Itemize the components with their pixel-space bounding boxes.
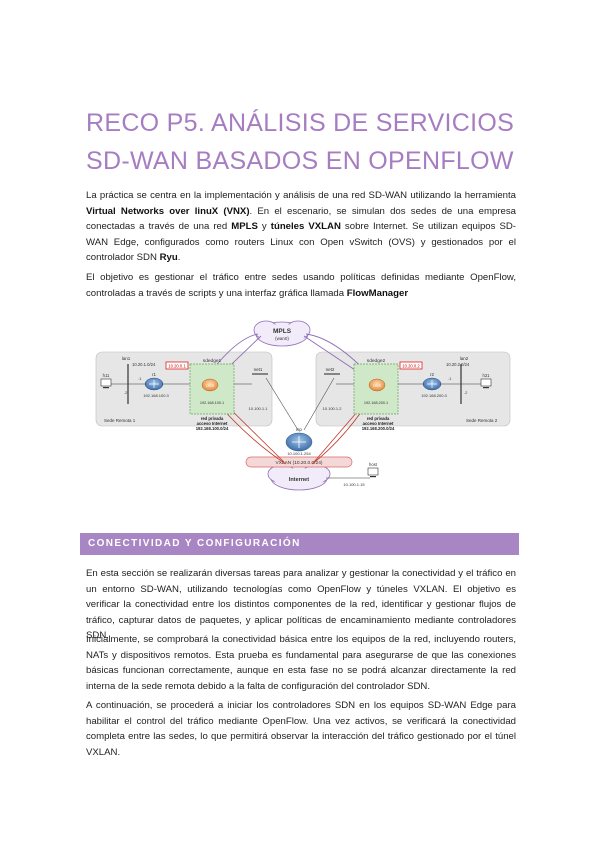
r1-interface: .1 — [138, 376, 142, 381]
svg-text:OVS: OVS — [206, 384, 214, 388]
site-2-label: Sede Remota 2 — [466, 418, 498, 423]
bold-text-run: Virtual Networks over linuX (VNX) — [86, 205, 250, 217]
body-paragraph-2: Inicialmente, se comprobará la conectivi… — [86, 634, 516, 692]
net2-ip: 10.100.1.2 — [323, 406, 343, 411]
site-1-label: Sede Remota 1 — [104, 418, 136, 423]
router-r1-icon — [144, 377, 164, 391]
intro-paragraph-2: El objetivo es gestionar el tráfico entr… — [86, 270, 516, 301]
bold-text-run: túneles VXLAN — [270, 221, 341, 233]
mpls-cloud: MPLS (wan0) — [253, 320, 311, 347]
host-h21-icon — [480, 378, 492, 389]
text-run: y — [257, 221, 271, 233]
priv2-line2: acceso Internet — [363, 421, 394, 426]
host-label: host — [369, 462, 378, 467]
mpls-ip-2: 10.20.0.2 — [402, 364, 420, 369]
mpls-label: MPLS — [273, 328, 292, 335]
title-line-2: SD-WAN BASADOS EN OPENFLOW — [86, 147, 514, 175]
svg-text:OVS: OVS — [373, 384, 381, 388]
text-run: El objetivo es gestionar el tráfico entr… — [86, 272, 516, 299]
vxlan-band — [245, 456, 353, 468]
host-h11-icon — [100, 378, 112, 389]
lan2-label: lan2 — [460, 356, 469, 361]
bold-text-run: Ryu — [159, 252, 178, 264]
h21-interface: .2 — [464, 390, 468, 395]
priv1-line2: acceso Internet — [197, 421, 228, 426]
network-diagram: MPLS (wan0) Internet VXLAN (10.20.0.0/24… — [95, 320, 511, 491]
section-header: CONECTIVIDAD Y CONFIGURACIÓN — [80, 533, 519, 555]
priv2-line3: 192.168.200.0/24 — [362, 426, 395, 431]
lan2-network: 10.20.2.0/24 — [446, 362, 470, 367]
lan1-label: lan1 — [122, 356, 131, 361]
net1-label: net1 — [254, 367, 263, 372]
bold-text-run: MPLS — [231, 221, 258, 233]
router-r2-icon — [422, 377, 442, 391]
title-line-1: RECO P5. ANÁLISIS DE SERVICIOS — [86, 109, 515, 137]
priv1-line3: 192.168.100.0/24 — [196, 426, 229, 431]
host-ip: 10.100.1.15 — [343, 482, 365, 487]
mpls-sub-label: (wan0) — [275, 336, 289, 341]
r1-label: r1 — [152, 372, 156, 377]
text-run: La práctica se centra en la implementaci… — [86, 190, 516, 201]
priv1-line1: red privada — [201, 416, 224, 421]
edge-ip-1: 192.168.100.1 — [200, 401, 224, 405]
sdedge1-label: sdedge1 — [203, 358, 222, 364]
link-ip-2: 192.168.200.3 — [421, 393, 447, 398]
isp-label: isp — [296, 427, 302, 432]
lan1-network: 10.20.1.0/24 — [132, 362, 156, 367]
edge-ip-2: 192.168.200.1 — [364, 401, 388, 405]
mpls-ip-1: 10.20.0.1 — [168, 364, 186, 369]
internet-label: Internet — [289, 477, 309, 483]
ovs-2-icon: OVS — [368, 378, 386, 392]
section-title: CONECTIVIDAD Y CONFIGURACIÓN — [88, 538, 301, 549]
net1-ip: 10.100.1.1 — [249, 406, 269, 411]
text-run: . En el escenario, se simulan dos sedes … — [86, 205, 516, 233]
text-run: . — [177, 252, 181, 264]
h11-label: h11 — [103, 373, 110, 378]
h21-label: h21 — [483, 373, 491, 378]
r2-interface: .1 — [448, 376, 452, 381]
body-paragraph-1: En esta sección se realizarán diversas t… — [86, 568, 516, 642]
vxlan-label: VXLAN (10.20.0.0/24) — [276, 460, 323, 466]
text-run: sobre Internet. Se utilizan equipos SD-W… — [86, 221, 516, 264]
net2-label: net2 — [326, 367, 335, 372]
page-title: RECO P5. ANÁLISIS DE SERVICIOS SD-WAN BA… — [86, 104, 526, 180]
host-icon — [367, 467, 379, 478]
isp-ip: 10.100.1.254 — [287, 451, 311, 456]
link-ip-1: 192.168.100.3 — [143, 393, 169, 398]
body-paragraph-3: A continuación, se procederá a iniciar l… — [86, 700, 516, 758]
intro-paragraph-1: La práctica se centra en la implementaci… — [86, 188, 516, 266]
sdedge2-label: sdedge2 — [367, 358, 386, 364]
h11-interface: .2 — [124, 390, 128, 395]
internet-cloud: Internet — [267, 464, 331, 491]
r2-label: r2 — [430, 372, 434, 377]
bold-text-run: FlowManager — [346, 287, 409, 299]
priv2-line1: red privada — [367, 416, 390, 421]
isp-router-icon — [285, 432, 313, 452]
ovs-1-icon: OVS — [201, 378, 219, 392]
